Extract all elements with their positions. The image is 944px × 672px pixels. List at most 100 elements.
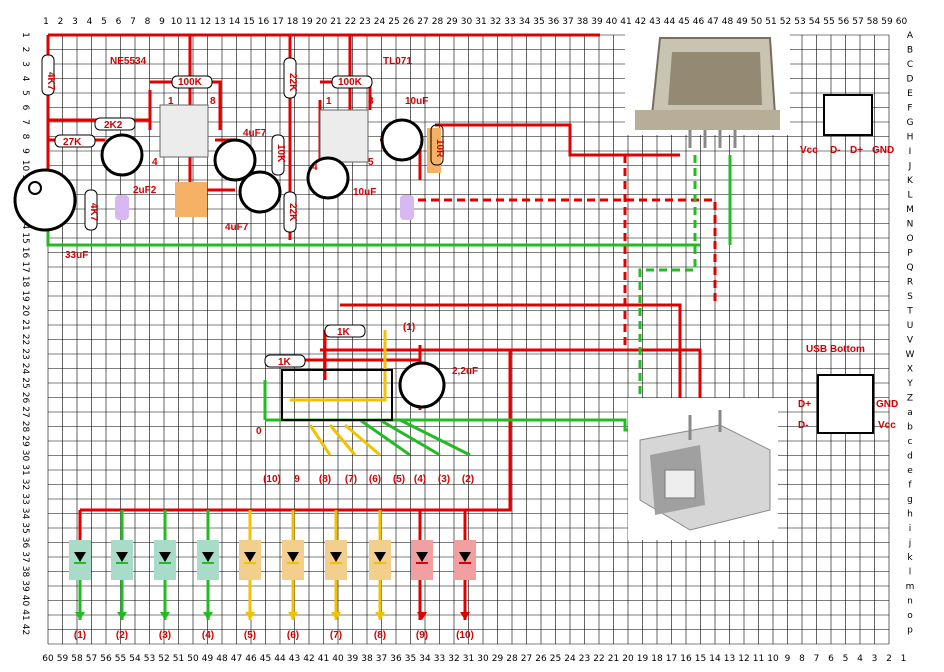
right-row-letter: g	[907, 495, 913, 505]
led-arrow	[460, 612, 470, 620]
left-row-number: 9	[20, 148, 30, 154]
resistor-22k-bot	[283, 191, 297, 233]
resistor-27k	[54, 134, 96, 148]
top-column-number: 26	[403, 17, 415, 27]
resistor-10r	[430, 124, 444, 166]
bargraph-output-label: 9	[294, 474, 300, 485]
right-row-letter: k	[907, 553, 913, 563]
label-10k: 10K	[275, 144, 286, 163]
top-column-number: 8	[145, 17, 151, 27]
ne5534-chip	[159, 104, 209, 158]
led-symbol	[159, 552, 171, 562]
top-column-number: 55	[823, 17, 834, 27]
bottom-column-number: 58	[71, 654, 83, 664]
led-arrow	[331, 612, 341, 620]
bottom-column-number: 47	[231, 654, 242, 664]
usb-a-pinout-box	[823, 94, 873, 136]
bottom-column-number: 10	[767, 654, 779, 664]
bargraph-output-label: (6)	[369, 474, 381, 485]
bottom-column-number: 32	[448, 654, 459, 664]
led-output-label: (4)	[202, 630, 214, 641]
bottom-column-number: 48	[216, 654, 228, 664]
left-row-number: 3	[20, 61, 30, 67]
label-27k: 27K	[63, 137, 82, 148]
top-column-number: 56	[838, 17, 850, 27]
left-row-number: 1	[20, 32, 30, 38]
right-row-letter: b	[907, 423, 913, 433]
led-symbol	[202, 552, 214, 562]
bottom-column-number: 33	[434, 654, 445, 664]
led-output-label: (7)	[330, 630, 342, 641]
left-row-number: 38	[20, 566, 30, 578]
bottom-column-number: 53	[144, 654, 155, 664]
left-row-number: 18	[20, 276, 30, 288]
top-column-number: 58	[867, 17, 879, 27]
top-column-number: 31	[475, 17, 486, 27]
label-n1-top: (1)	[403, 322, 415, 333]
left-row-number: 21	[20, 319, 30, 330]
bottom-column-number: 27	[521, 654, 532, 664]
led-symbol	[330, 552, 342, 562]
label-22k-bot: 22K	[287, 203, 298, 222]
left-row-number: 2	[20, 47, 30, 53]
left-row-number: 25	[20, 377, 30, 388]
right-row-letter: L	[907, 191, 912, 201]
resistor-22k-top	[283, 57, 297, 99]
green-dashed-traces	[638, 155, 697, 410]
bottom-column-number: 15	[695, 654, 706, 664]
top-column-number: 42	[635, 17, 646, 27]
top-column-number: 9	[159, 17, 165, 27]
top-column-number: 43	[649, 17, 660, 27]
usb-b-connector-photo	[628, 398, 778, 540]
right-row-letter: I	[909, 147, 912, 157]
left-row-number: 31	[20, 464, 30, 475]
left-row-number: 32	[20, 479, 30, 490]
left-row-number: 17	[20, 261, 30, 272]
right-row-letter: B	[907, 46, 913, 56]
bottom-column-number: 54	[129, 654, 141, 664]
led-symbol	[459, 552, 471, 562]
resistor-1k-b	[264, 354, 306, 368]
bottom-column-number: 42	[303, 654, 314, 664]
top-column-number: 53	[794, 17, 805, 27]
left-row-number: 10	[20, 160, 30, 172]
led-arrow	[245, 612, 255, 620]
left-row-number: 40	[20, 595, 30, 607]
left-row-number: 24	[20, 363, 30, 375]
bottom-column-number: 13	[724, 654, 735, 664]
top-column-number: 13	[214, 17, 225, 27]
top-column-number: 24	[374, 17, 386, 27]
bottom-column-number: 57	[86, 654, 97, 664]
left-row-number: 37	[20, 551, 30, 562]
label-2-2uf: 2,2uF	[452, 366, 478, 377]
top-column-number: 21	[330, 17, 341, 27]
usb-bottom-title: USB Bottom	[806, 344, 865, 355]
left-row-number: 36	[20, 537, 30, 549]
bargraph-output-label: (4)	[414, 474, 426, 485]
top-column-number: 3	[72, 17, 78, 27]
top-column-number: 59	[881, 17, 893, 27]
usb-a-dm-label: D-	[830, 145, 841, 156]
top-column-number: 17	[272, 17, 283, 27]
violet-component-left	[115, 195, 129, 220]
right-row-letter: O	[906, 234, 913, 244]
label-10uf-a: 10uF	[353, 187, 376, 198]
right-row-letter: d	[907, 452, 913, 462]
capacitor-10uf-a	[306, 156, 350, 200]
pin-4-a: 4	[152, 157, 158, 168]
label-4uf7-a: 4uF7	[243, 128, 267, 139]
led-arrow	[375, 612, 385, 620]
right-row-letter: D	[907, 75, 914, 85]
left-row-number: 8	[20, 134, 30, 140]
bottom-column-number: 19	[637, 654, 649, 664]
bottom-column-number: 40	[332, 654, 344, 664]
right-row-letter: N	[907, 220, 914, 230]
top-column-number: 7	[130, 17, 136, 27]
top-column-number: 39	[591, 17, 603, 27]
led-output-label: (3)	[159, 630, 171, 641]
top-column-number: 23	[359, 17, 370, 27]
bottom-column-number: 23	[579, 654, 590, 664]
label-1k-a: 1K	[337, 327, 351, 338]
top-column-number: 1	[43, 17, 49, 27]
